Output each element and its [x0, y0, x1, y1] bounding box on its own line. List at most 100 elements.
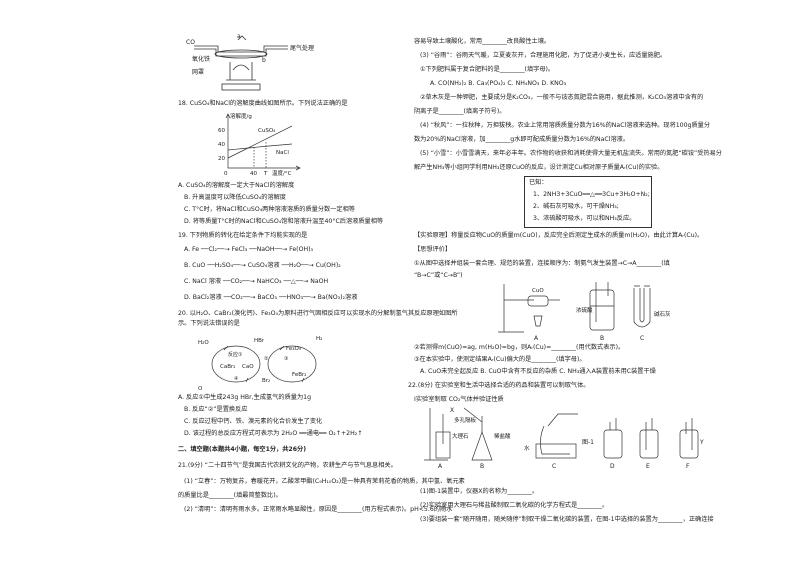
reaction-1-label: 反应① [228, 351, 243, 358]
h2o-label: H₂O [198, 340, 209, 346]
nacl-curve [227, 143, 293, 151]
r-line11: 【实验原理】称量反应物CuO的质量m(CuO)，反应完全后测定生成水的质量m(H… [414, 232, 704, 239]
y-tick-40: 40 [218, 142, 225, 148]
water-label: 水 [524, 444, 530, 452]
r-line17-options: A. CuO未完全起反应 B. CuO中含有不反应的杂质 C. NH₃通入A装置… [420, 368, 656, 375]
y-tick-60: 60 [218, 128, 225, 134]
known-item-2: 2、碱石灰可吸水，可干燥NH₃; [533, 203, 619, 210]
fig-f-label: F [686, 463, 690, 470]
reaction-2-label: ② [264, 356, 269, 362]
o2-label: O [198, 386, 203, 392]
y-axis-label: 溶解度/g [230, 112, 252, 120]
q20-stem-line2: 示。下列说法错误的是 [178, 320, 240, 327]
q22-stem: 22.(8分) 在实验室和生活中选择合适的药品和装置可以制取气体。 [408, 382, 590, 389]
fig17-oxide-label: 氧化铁 [192, 55, 210, 63]
acid-label: 浓硫酸 [576, 306, 593, 314]
q21-line2: 的质量比是________(填最简整数比)。 [178, 492, 282, 499]
q19-option-a: A. Fe ──Cl₂──→ FeCl₃ ──NaOH──→ Fe(OH)₃ [184, 246, 313, 253]
apparatus-b-label: B [600, 335, 604, 342]
cuo-label: CuO [532, 288, 544, 294]
reaction-3-label: ③ [284, 356, 288, 362]
r-line9: (5) “小雪”：小雪雪满天，来年必丰年。农作物的收获和消耗使得大量无机盐流失。… [420, 150, 722, 157]
co-reduction-apparatus: CO a 氧化铁 b 尾气处理 网罩 [186, 34, 314, 91]
r-line8: 数为20%的NaCl溶液，加________g水即可配成质量分数为16%的NaC… [414, 136, 630, 143]
r-line18: (1)图-1装置中，仪器X的名称为________。 [420, 488, 539, 495]
r-line13: ①从图中选择并组装一套合理、规范的装置，连接顺序为：制氨气发生装置→C→A___… [414, 260, 670, 267]
q18-stem: 18. CuSO₄和NaCl的溶解度曲线如图所示。下列说法正确的是 [178, 100, 348, 107]
y-label: Y [699, 439, 704, 446]
x-instrument-label: X [450, 407, 454, 414]
nacl-series-label: NaCl [276, 150, 289, 156]
co2-apparatus-figure: X 多孔隔板 大理石 稀盐酸 水 Y A B C D E F 图-1 [424, 407, 704, 470]
section-2-heading: 二、填空题(本题共4小题，每空1分，共26分) [178, 446, 307, 453]
q19-stem: 19. 下列物质的转化在给定条件下均能实现的是 [178, 232, 308, 239]
x-tick-0: 0 [224, 171, 228, 177]
x-tick-T: T [263, 171, 268, 177]
q20-stem-line1: 20. 以H₂O、CaBr₂(溴化钙)、Fe₃O₄为原料进行气固相反应可以实现水… [178, 310, 458, 317]
known-item-1: 1、2NH3+3CuO══△══3Cu+3H₂O+N₂; [533, 191, 650, 198]
q19-option-d: D. BaCl₂溶液 ──CO₂──→ BaCO₃ ──HNO₃──→ Ba(N… [184, 294, 358, 301]
apparatus-c-label: C [640, 335, 644, 342]
r-line14: “B→C”或“C→B”) [414, 272, 463, 279]
x-tick-40: 40 [250, 171, 257, 177]
known-title: 已知： [529, 179, 548, 186]
known-info-box: 已知： 1、2NH3+3CuO══△══3Cu+3H₂O+N₂; 2、碱石灰可吸… [524, 176, 652, 228]
hydrogen-cycle-diagram: H₂O CaBr₂ CaO HBr Fe₃O₄ H₂ FeBr₂ Br₂ O 反… [198, 336, 322, 392]
q20-option-a: A. 反应①中生成243g HBr,生成氢气的质量为1g [178, 394, 312, 401]
r-line7: (4) “秋风”：一拉秋种，万担拔秧。农业上常用溶质质量分数为16%的NaCl溶… [420, 122, 711, 129]
r-line5: ②草木灰是一种钾肥，主要成分是K₂CO₃，一般不与铵态氮肥混合施用，据此推测，K… [420, 94, 704, 101]
q20-option-b: B. 反应“②”是置换反应 [184, 406, 248, 413]
figure-1-caption: 图-1 [582, 439, 594, 446]
fig17-co-label: CO [186, 39, 195, 46]
q18-option-d: D. 将等质量T°C时的NaCl和CuSO₄饱和溶液升温至40°C后溶液质量相等 [184, 218, 384, 225]
r-line6: 阴离子是________(填离子符号)。 [414, 108, 506, 115]
y-tick-20: 20 [218, 156, 225, 162]
q21-stem: 21.(9分) “二十四节气”是我国古代农耕文化的产物，农耕生产与节气息息相关。 [178, 462, 397, 469]
fig-b-label: B [480, 463, 484, 470]
fig-e-label: E [646, 463, 650, 470]
cabr2-label: CaBr₂ [220, 364, 235, 370]
r-line10: 解产生NH₃等小组同学利用NH₃还原CuO的反应，设计测定Cu相对原子质量Aᵣ(… [414, 164, 664, 171]
br2-label: Br₂ [262, 378, 270, 384]
r-line4-options: A. CO(NH₂)₂ B. Ca₃(PO₄)₂ C. NH₄NO₃ D. KN… [430, 80, 567, 87]
q21-line1: (1) “立春”：万物复苏，春暖花开，乙酸苯甲酯(C₉H₁₀O₂)是一种具有茉莉… [184, 478, 465, 485]
r-line3: ①下列肥料属于复合肥料的是________(填字母)。 [420, 66, 555, 73]
h2-label: H₂ [316, 336, 322, 342]
marble-label: 大理石 [452, 432, 469, 440]
q18-option-c: C. T°C时，将NaCl和CuSO₄两种溶液溶质的质量分数一定相等 [184, 206, 355, 213]
q19-option-b: B. CuO ──H₂SO₄──→ CuSO₄溶液 ──H₂O──→ Cu(OH… [184, 262, 341, 269]
apparatus-a-label: A [534, 335, 539, 342]
r-line19: (2)实验室用大理石与稀盐酸制取二氧化碳的化学方程式是________。 [420, 502, 609, 509]
r-line20: (3)要组装一套“随开随用，随关随停”制取干燥二氧化碳的装置，在图-1中选择的装… [420, 516, 714, 523]
fig-a-label: A [438, 463, 443, 470]
fig-c-label: C [552, 463, 556, 470]
cuso4-series-label: CuSO₄ [258, 128, 276, 134]
q21-line3: (2) “清明”：清明有雨水多。正常雨水略显酸性，原因是________(用方程… [184, 506, 453, 513]
dilute-hcl-label: 稀盐酸 [494, 432, 511, 440]
cuso4-curve [227, 125, 293, 159]
lime-label: 碱石灰 [654, 310, 671, 318]
r-line16: ③在本实验中，使测定结果Aᵣ(Cu)偏大的是________(填字母)。 [414, 356, 586, 363]
nh3-cuo-apparatus: CuO 浓硫酸 碱石灰 A B C [498, 282, 671, 342]
solubility-curve-chart: 溶解度/g 60 40 20 0 40 T 温度/°C CuSO₄ NaCl [218, 112, 301, 177]
fe3o4-label: Fe₃O₄ [286, 346, 302, 352]
reaction-4-label: ④ [234, 376, 239, 382]
r-line1: 容易导致土壤酸化，常用________改良酸性土壤。 [414, 38, 551, 45]
fig17-a-label: a [237, 34, 241, 40]
r-line2: (3) “谷雨”：谷雨天气暖，立夏麦灰开，合理施用化肥，为了促进小麦生长，应适量… [420, 52, 667, 59]
fig17-stand-label: 网罩 [192, 69, 204, 76]
hbr-label: HBr [254, 338, 265, 344]
q18-option-a: A. CuSO₄的溶解度一定大于NaCl的溶解度 [178, 182, 295, 189]
fig17-tail-label: 尾气处理 [290, 44, 314, 52]
q19-option-c: C. NaCl 溶液 ──CO₂──→ NaHCO₃ ──△──→ NaOH [184, 278, 329, 285]
porous-plate-label: 多孔隔板 [454, 416, 477, 424]
known-item-3: 3、浓硫酸可吸水，可以和NH₃反应。 [533, 215, 636, 222]
q18-option-b: B. 升高温度可以降低CuSO₄的溶解度 [184, 194, 286, 201]
fig17-b-label: b [262, 57, 266, 64]
r-line12: 【思想评价】 [414, 246, 452, 253]
r-line15: ②若测得m(CuO)=ag, m(H₂O)=bg，则Aᵣ(Cu)=_______… [414, 344, 625, 351]
q22-subtitle: Ⅰ实验室制取 CO₂气体并验证性质 [414, 396, 504, 403]
cao-label: CaO [242, 364, 254, 370]
x-axis-unit: 温度/°C [272, 169, 292, 177]
